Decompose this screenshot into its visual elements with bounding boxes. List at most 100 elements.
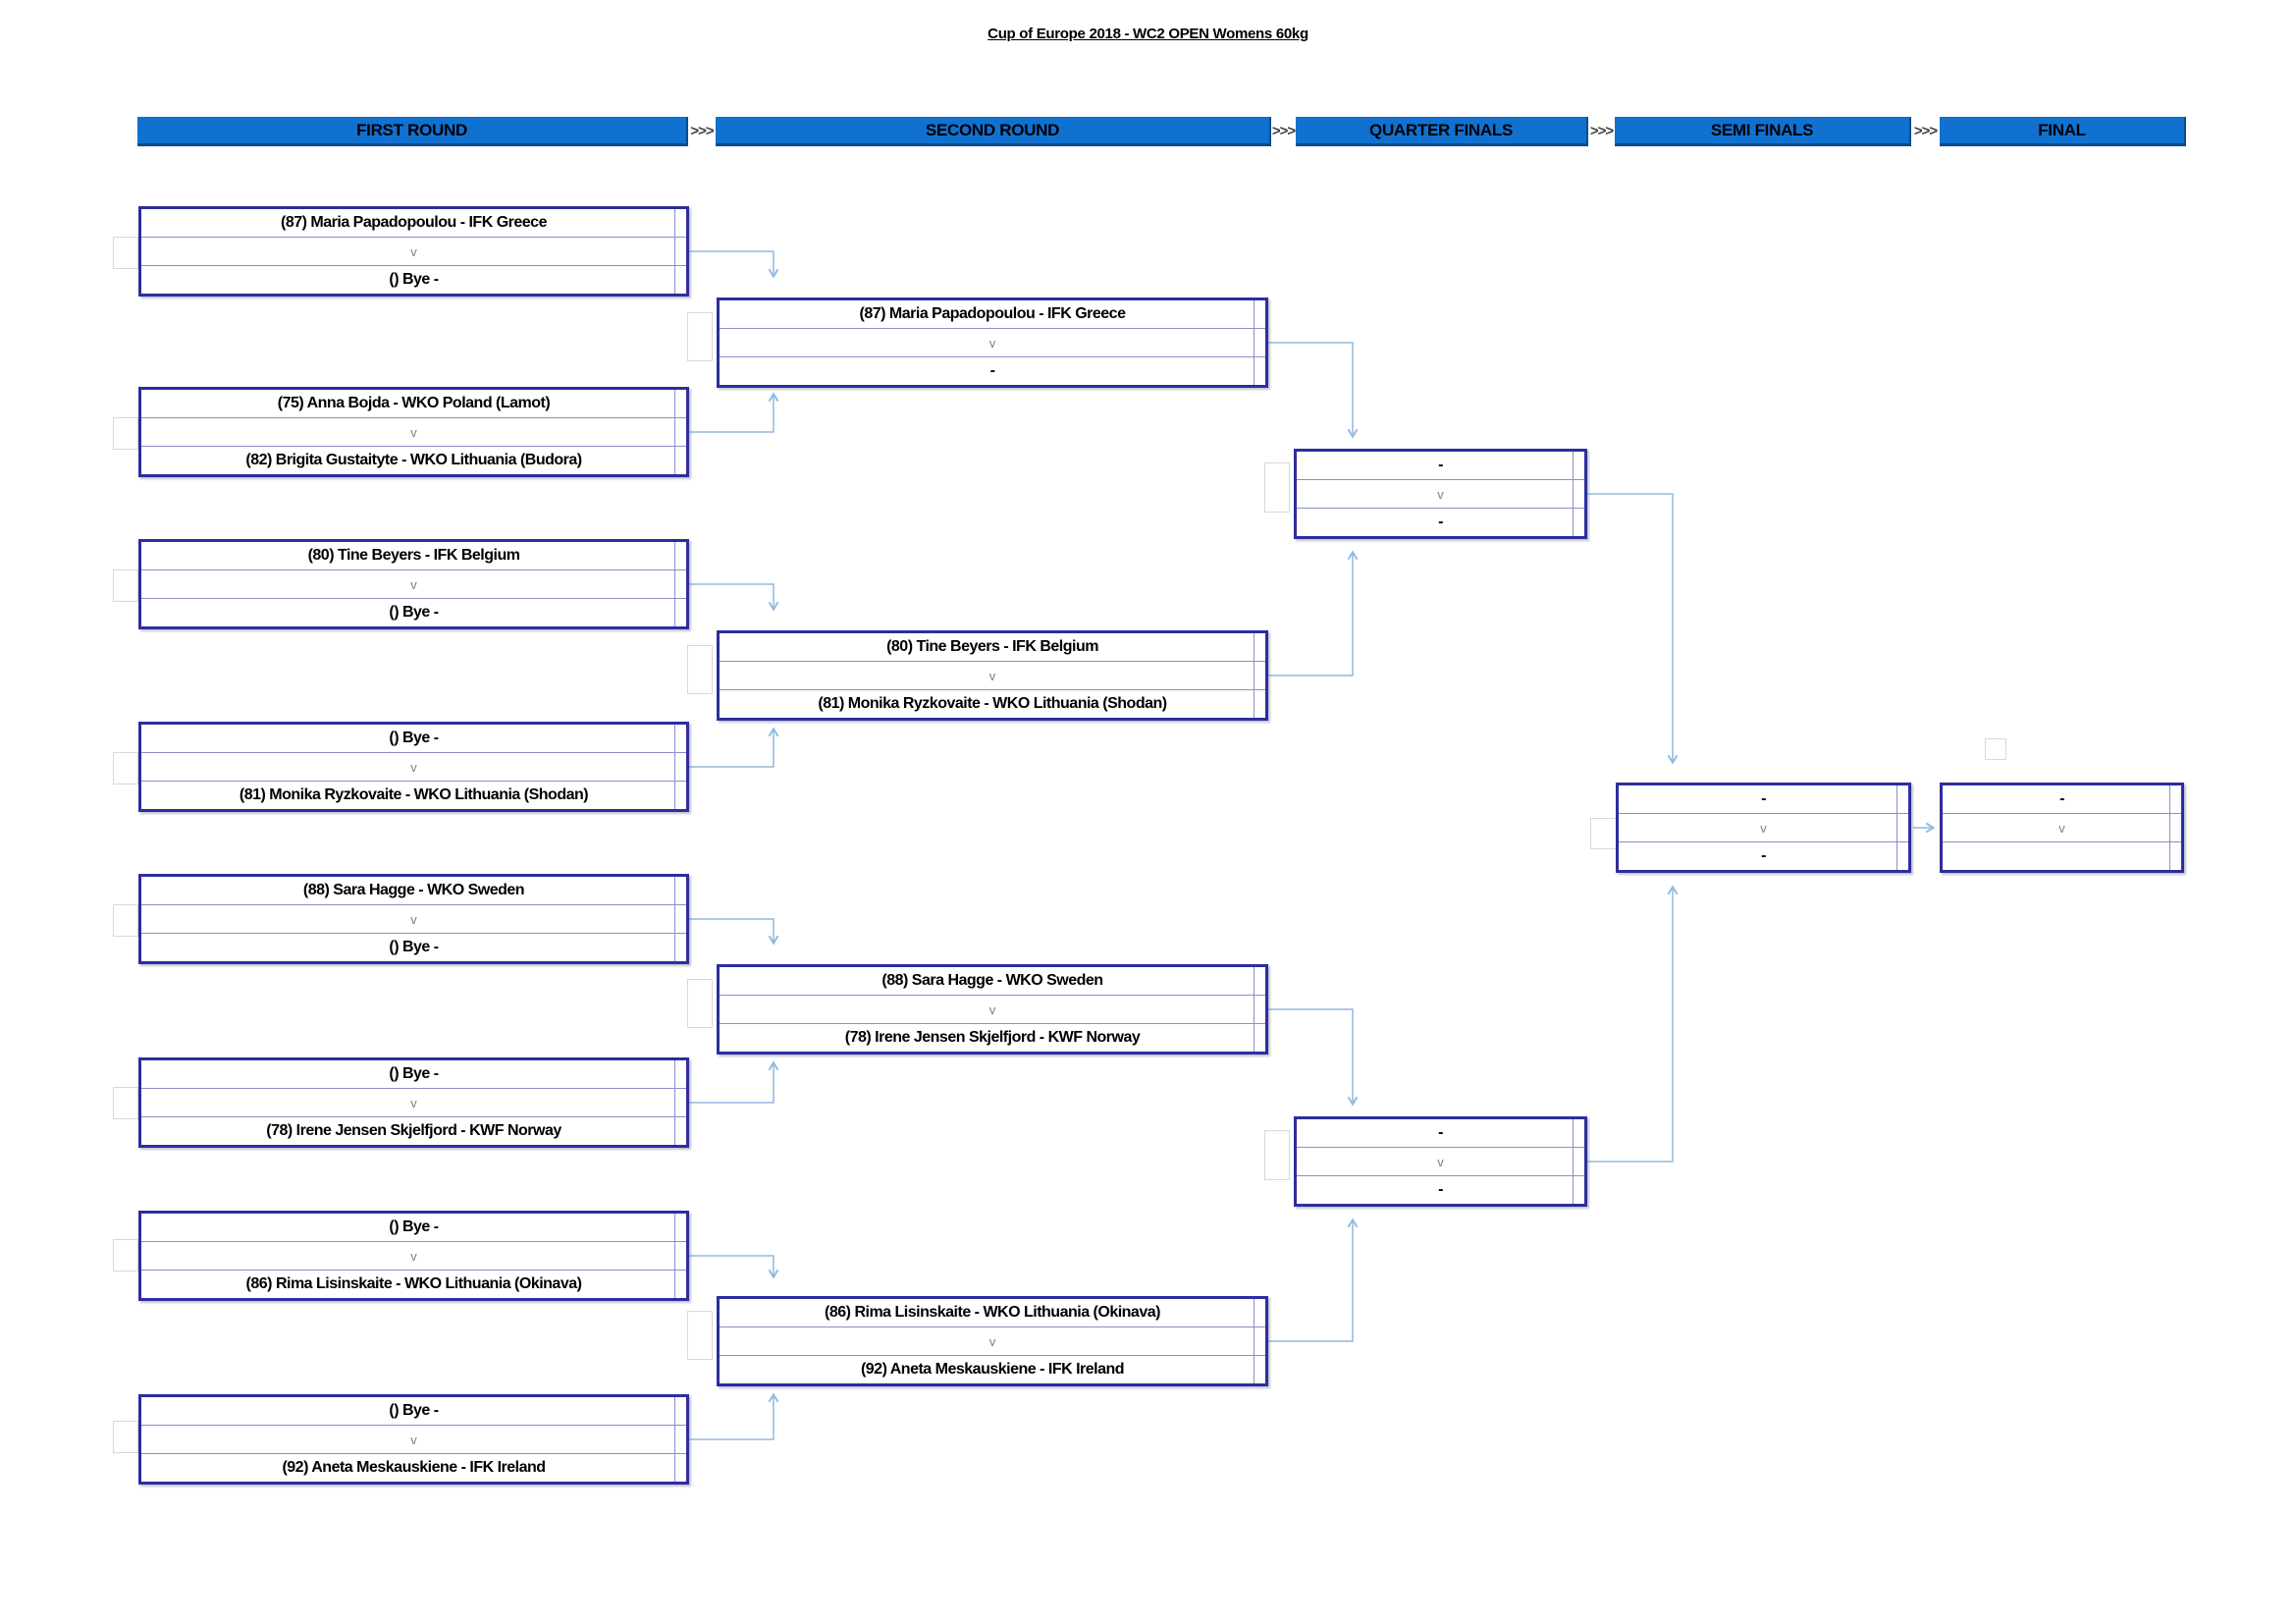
competitor-cell[interactable]: (92) Aneta Meskauskiene - IFK Ireland [141,1453,686,1482]
versus-label: v [410,1095,417,1110]
empty-cell [1264,462,1290,513]
versus-label: v [410,1432,417,1447]
box-inner-divider [674,209,675,294]
box-inner-divider [674,542,675,626]
versus-cell[interactable]: v [141,569,686,598]
competitor-cell[interactable]: (92) Aneta Meskauskiene - IFK Ireland [720,1355,1265,1383]
competitor-name: () Bye - [389,939,439,955]
match-fr5: (88) Sara Hagge - WKO Sweden v () Bye - [138,874,689,964]
match-sr1: (87) Maria Papadopoulou - IFK Greece v - [717,298,1268,388]
versus-label: v [410,1248,417,1264]
match-fr2: (75) Anna Bojda - WKO Poland (Lamot) v (… [138,387,689,477]
competitor-cell[interactable]: - [1297,1175,1584,1204]
versus-cell[interactable]: v [1297,1147,1584,1175]
versus-cell[interactable]: v [141,904,686,933]
competitor-cell[interactable]: (87) Maria Papadopoulou - IFK Greece [720,300,1265,328]
versus-cell[interactable]: v [141,752,686,781]
competitor-cell[interactable]: (80) Tine Beyers - IFK Belgium [720,633,1265,661]
versus-label: v [410,759,417,775]
connector-line [689,583,779,612]
competitor-cell[interactable]: () Bye - [141,933,686,961]
round-separator-icon: >>> [1589,123,1614,139]
competitor-name: - [1438,457,1443,473]
connector-line [689,727,779,768]
competitor-cell[interactable]: () Bye - [141,265,686,294]
versus-label: v [1437,1154,1444,1169]
versus-cell[interactable]: v [720,995,1265,1023]
versus-cell[interactable]: v [720,1326,1265,1355]
competitor-name: (92) Aneta Meskauskiene - IFK Ireland [860,1361,1125,1378]
competitor-cell[interactable]: () Bye - [141,725,686,752]
box-inner-divider [1254,300,1255,385]
competitor-cell[interactable]: () Bye - [141,1397,686,1425]
box-inner-divider [1573,1119,1574,1204]
competitor-cell[interactable]: (82) Brigita Gustaityte - WKO Lithuania … [141,446,686,474]
round-header-first-round: FIRST ROUND [137,117,688,146]
box-inner-divider [674,1214,675,1298]
competitor-cell[interactable]: - [1619,785,1908,813]
empty-cell [113,752,138,784]
competitor-cell[interactable]: - [1297,1119,1584,1147]
competitor-cell[interactable]: (88) Sara Hagge - WKO Sweden [141,877,686,904]
competitor-name: (78) Irene Jensen Skjelfjord - KWF Norwa… [844,1029,1141,1046]
match-fr8: () Bye - v (92) Aneta Meskauskiene - IFK… [138,1394,689,1485]
competitor-cell[interactable]: (87) Maria Papadopoulou - IFK Greece [141,209,686,237]
connector-line [1268,550,1359,676]
competitor-cell[interactable]: - [1297,508,1584,536]
competitor-name: () Bye - [389,604,439,621]
competitor-name: () Bye - [389,730,439,746]
versus-cell[interactable]: v [1297,479,1584,508]
competitor-cell[interactable]: (81) Monika Ryzkovaite - WKO Lithuania (… [141,781,686,809]
competitor-cell[interactable]: (78) Irene Jensen Skjelfjord - KWF Norwa… [141,1116,686,1145]
competitor-cell[interactable]: - [1943,785,2181,813]
round-separator-icon: >>> [690,123,714,139]
match-fr4: () Bye - v (81) Monika Ryzkovaite - WKO … [138,722,689,812]
box-inner-divider [2169,785,2170,870]
competitor-name: - [1438,514,1443,530]
empty-cell [113,237,138,269]
versus-cell[interactable]: v [141,1241,686,1270]
competitor-name: - [1438,1181,1443,1198]
versus-cell[interactable]: v [141,1088,686,1116]
box-inner-divider [674,725,675,809]
competitor-cell[interactable] [1943,841,2181,870]
competitor-cell[interactable]: () Bye - [141,598,686,626]
versus-cell[interactable]: v [141,1425,686,1453]
versus-label: v [410,911,417,927]
competitor-cell[interactable]: (75) Anna Bojda - WKO Poland (Lamot) [141,390,686,417]
competitor-cell[interactable]: (88) Sara Hagge - WKO Sweden [720,967,1265,995]
competitor-cell[interactable]: (78) Irene Jensen Skjelfjord - KWF Norwa… [720,1023,1265,1052]
match-fr7: () Bye - v (86) Rima Lisinskaite - WKO L… [138,1211,689,1301]
versus-cell[interactable]: v [141,417,686,446]
competitor-name: - [2059,790,2064,807]
match-sr2: (80) Tine Beyers - IFK Belgium v (81) Mo… [717,630,1268,721]
versus-cell[interactable]: v [1943,813,2181,841]
competitor-name: () Bye - [389,1065,439,1082]
competitor-cell[interactable]: (81) Monika Ryzkovaite - WKO Lithuania (… [720,689,1265,718]
versus-cell[interactable]: v [141,237,686,265]
competitor-cell[interactable]: () Bye - [141,1060,686,1088]
competitor-cell[interactable]: () Bye - [141,1214,686,1241]
round-header-final: FINAL [1940,117,2186,146]
competitor-cell[interactable]: (86) Rima Lisinskaite - WKO Lithuania (O… [720,1299,1265,1326]
empty-cell [687,979,713,1028]
connector-line [1268,342,1359,439]
versus-cell[interactable]: v [720,661,1265,689]
competitor-cell[interactable]: - [1619,841,1908,870]
round-separator-icon: >>> [1271,123,1296,139]
competitor-name: (88) Sara Hagge - WKO Sweden [302,882,525,898]
connector-line [1268,1217,1359,1342]
versus-cell[interactable]: v [720,328,1265,356]
versus-cell[interactable]: v [1619,813,1908,841]
competitor-name: (75) Anna Bojda - WKO Poland (Lamot) [277,395,551,411]
competitor-cell[interactable]: (86) Rima Lisinskaite - WKO Lithuania (O… [141,1270,686,1298]
competitor-name: (87) Maria Papadopoulou - IFK Greece [281,214,547,231]
competitor-name: (86) Rima Lisinskaite - WKO Lithuania (O… [245,1275,582,1292]
competitor-cell[interactable]: (80) Tine Beyers - IFK Belgium [141,542,686,569]
competitor-cell[interactable]: - [720,356,1265,385]
versus-label: v [988,1001,996,1017]
empty-cell [113,569,138,602]
competitor-cell[interactable]: - [1297,452,1584,479]
box-inner-divider [1573,452,1574,536]
competitor-name: - [1761,847,1766,864]
